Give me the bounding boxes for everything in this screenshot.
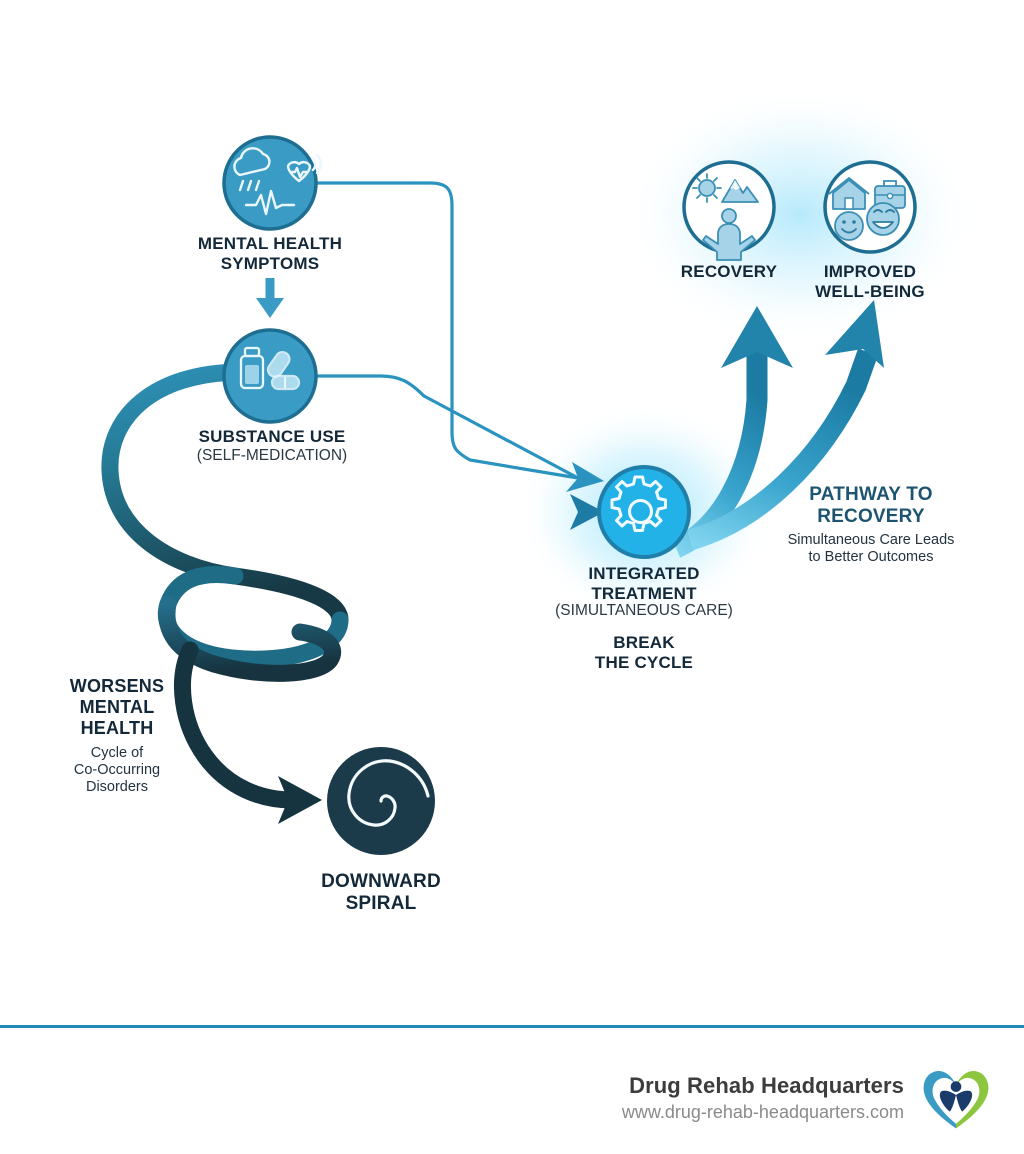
connector-mentalhealth-to-treatment bbox=[314, 181, 580, 480]
label-integrated-treatment-sub: (SIMULTANEOUS CARE) bbox=[555, 602, 733, 619]
heart-person-logo bbox=[923, 1070, 989, 1128]
label-substance-use: SUBSTANCE USE bbox=[198, 427, 346, 446]
grin-icon bbox=[866, 202, 900, 236]
label-pathway-sub: Simultaneous Care Leads to Better Outcom… bbox=[787, 532, 955, 566]
label-break-the-cycle: BREAK THE CYCLE bbox=[594, 633, 694, 673]
ecg-line-icon bbox=[244, 189, 296, 216]
node-recovery[interactable] bbox=[682, 160, 776, 261]
label-downward-spiral: DOWNWARD SPIRAL bbox=[321, 871, 441, 915]
label-integrated-treatment: INTEGRATED TREATMENT bbox=[588, 564, 700, 604]
node-substance-use[interactable] bbox=[222, 328, 318, 424]
mountain-icon bbox=[721, 179, 759, 203]
cloud-rain-icon bbox=[233, 147, 271, 192]
footer-divider bbox=[0, 1025, 1024, 1028]
spiral-arrowhead bbox=[278, 776, 322, 824]
label-substance-use-sub: (SELF-MEDICATION) bbox=[196, 447, 348, 464]
gear-icon bbox=[610, 475, 667, 532]
spiral-icon bbox=[347, 759, 430, 827]
label-mental-health: MENTAL HEALTH SYMPTOMS bbox=[197, 234, 343, 274]
dashed-arrow-to-treatment bbox=[262, 494, 604, 530]
node-mental-health[interactable] bbox=[222, 135, 322, 231]
medicine-bottle-icon bbox=[239, 346, 265, 390]
label-pathway-to-recovery: PATHWAY TO RECOVERY bbox=[809, 484, 933, 528]
house-icon bbox=[828, 177, 870, 210]
glow-recovery bbox=[620, 85, 980, 345]
sun-icon bbox=[692, 173, 722, 203]
downward-spiral-path bbox=[101, 363, 349, 824]
footer-brand-title: Drug Rehab Headquarters bbox=[629, 1072, 904, 1098]
node-downward-spiral[interactable] bbox=[327, 747, 435, 855]
capsule-pill-icon bbox=[266, 350, 291, 378]
label-worsens-mental-health: WORSENS MENTAL HEALTH bbox=[69, 676, 165, 739]
footer-url[interactable]: www.drug-rehab-headquarters.com bbox=[621, 1101, 904, 1122]
arrow-mentalhealth-to-substance bbox=[256, 278, 284, 318]
heart-pulse-icon bbox=[286, 153, 322, 183]
label-improved-wellbeing: IMPROVED WELL-BEING bbox=[815, 262, 925, 302]
connector-substance-to-treatment bbox=[315, 374, 580, 480]
tablet-pill-icon bbox=[270, 374, 301, 391]
connector-arrowhead bbox=[566, 462, 604, 492]
label-worsens-sub: Cycle of Co-Occurring Disorders bbox=[73, 745, 161, 796]
person-arms-up-icon bbox=[702, 208, 756, 261]
smiley-icon bbox=[834, 211, 864, 241]
footer: Drug Rehab Headquarters www.drug-rehab-h… bbox=[0, 1045, 1024, 1150]
node-integrated-treatment[interactable] bbox=[597, 465, 691, 559]
label-recovery: RECOVERY bbox=[680, 262, 778, 281]
arrow-to-wellbeing bbox=[686, 300, 884, 551]
node-improved-wellbeing[interactable] bbox=[823, 160, 917, 254]
